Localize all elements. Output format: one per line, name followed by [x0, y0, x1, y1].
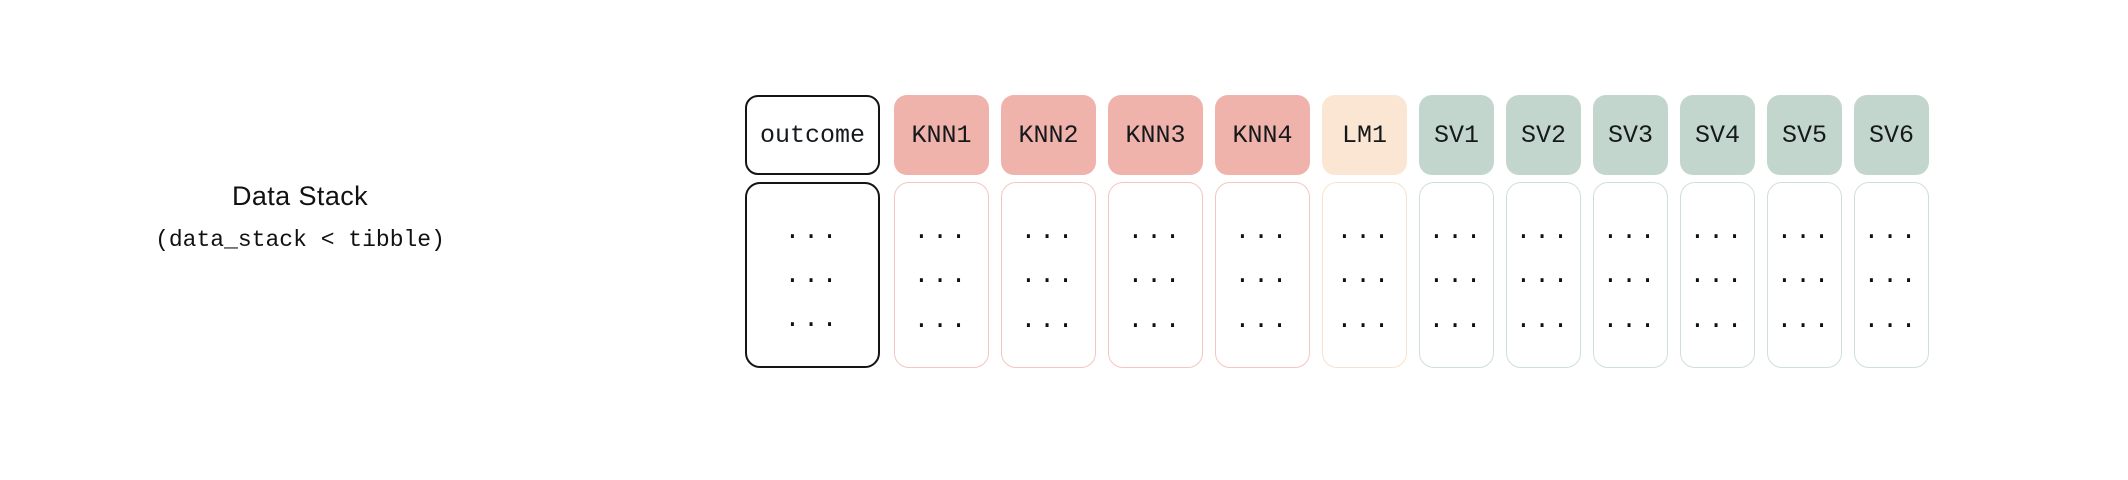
table-column-sv6: SV6......... [1854, 95, 1929, 368]
table-column-sv4: SV4......... [1680, 95, 1755, 368]
table-row: ... [1602, 260, 1659, 290]
column-body-sv2: ......... [1506, 182, 1581, 368]
table-row: ... [1127, 215, 1184, 246]
table-row: ... [1234, 215, 1291, 246]
column-header-knn3[interactable]: KNN3 [1108, 95, 1203, 175]
table-row: ... [1689, 304, 1746, 335]
column-body-sv1: ......... [1419, 182, 1494, 368]
table-row: ... [1776, 215, 1833, 246]
table-row: ... [784, 216, 841, 246]
column-body-sv6: ......... [1854, 182, 1929, 368]
table-row: ... [1515, 260, 1572, 290]
column-header-outcome[interactable]: outcome [745, 95, 880, 175]
table-column-sv5: SV5......... [1767, 95, 1842, 368]
table-row: ... [1602, 215, 1659, 246]
table-row: ... [1336, 260, 1393, 290]
table-row: ... [913, 215, 970, 246]
column-body-sv3: ......... [1593, 182, 1668, 368]
column-header-sv3[interactable]: SV3 [1593, 95, 1668, 175]
table-row: ... [913, 304, 970, 335]
column-body-outcome: ......... [745, 182, 880, 368]
data-stack-caption: Data Stack (data_stack < tibble) [60, 178, 540, 258]
table-row: ... [1863, 304, 1920, 335]
table-row: ... [1689, 215, 1746, 246]
table-row: ... [784, 260, 841, 290]
table-column-sv1: SV1......... [1419, 95, 1494, 368]
table-row: ... [1020, 260, 1077, 290]
table-row: ... [1020, 304, 1077, 335]
table-column-knn2: KNN2......... [1001, 95, 1096, 368]
column-header-knn2[interactable]: KNN2 [1001, 95, 1096, 175]
table-row: ... [913, 260, 970, 290]
table-column-knn4: KNN4......... [1215, 95, 1310, 368]
table-row: ... [1776, 260, 1833, 290]
column-body-knn1: ......... [894, 182, 989, 368]
table-row: ... [1515, 215, 1572, 246]
table-row: ... [1515, 304, 1572, 335]
table-column-lm1: LM1......... [1322, 95, 1407, 368]
column-header-sv2[interactable]: SV2 [1506, 95, 1581, 175]
column-header-sv4[interactable]: SV4 [1680, 95, 1755, 175]
column-header-sv5[interactable]: SV5 [1767, 95, 1842, 175]
column-body-sv5: ......... [1767, 182, 1842, 368]
column-header-sv1[interactable]: SV1 [1419, 95, 1494, 175]
column-body-sv4: ......... [1680, 182, 1755, 368]
table-row: ... [1776, 304, 1833, 335]
table-row: ... [1127, 260, 1184, 290]
column-body-knn4: ......... [1215, 182, 1310, 368]
table-column-knn1: KNN1......... [894, 95, 989, 368]
table-column-knn3: KNN3......... [1108, 95, 1203, 368]
table-row: ... [1234, 260, 1291, 290]
column-body-knn2: ......... [1001, 182, 1096, 368]
table-row: ... [1863, 215, 1920, 246]
column-body-lm1: ......... [1322, 182, 1407, 368]
data-stack-type-annotation: (data_stack < tibble) [155, 227, 445, 254]
table-row: ... [1428, 304, 1485, 335]
table-row: ... [1234, 304, 1291, 335]
column-header-knn4[interactable]: KNN4 [1215, 95, 1310, 175]
table-row: ... [784, 304, 841, 334]
table-column-outcome: outcome......... [745, 95, 880, 368]
table-row: ... [1127, 304, 1184, 335]
table-column-sv2: SV2......... [1506, 95, 1581, 368]
table-row: ... [1689, 260, 1746, 290]
column-body-knn3: ......... [1108, 182, 1203, 368]
table-row: ... [1863, 260, 1920, 290]
table-row: ... [1428, 260, 1485, 290]
column-header-lm1[interactable]: LM1 [1322, 95, 1407, 175]
table-column-sv3: SV3......... [1593, 95, 1668, 368]
table-row: ... [1428, 215, 1485, 246]
table-row: ... [1602, 304, 1659, 335]
table-row: ... [1336, 304, 1393, 335]
table-row: ... [1336, 215, 1393, 246]
table-row: ... [1020, 215, 1077, 246]
column-header-knn1[interactable]: KNN1 [894, 95, 989, 175]
data-stack-title: Data Stack [231, 181, 369, 211]
data-stack-table: outcome.........KNN1.........KNN2.......… [745, 95, 1929, 368]
column-header-sv6[interactable]: SV6 [1854, 95, 1929, 175]
